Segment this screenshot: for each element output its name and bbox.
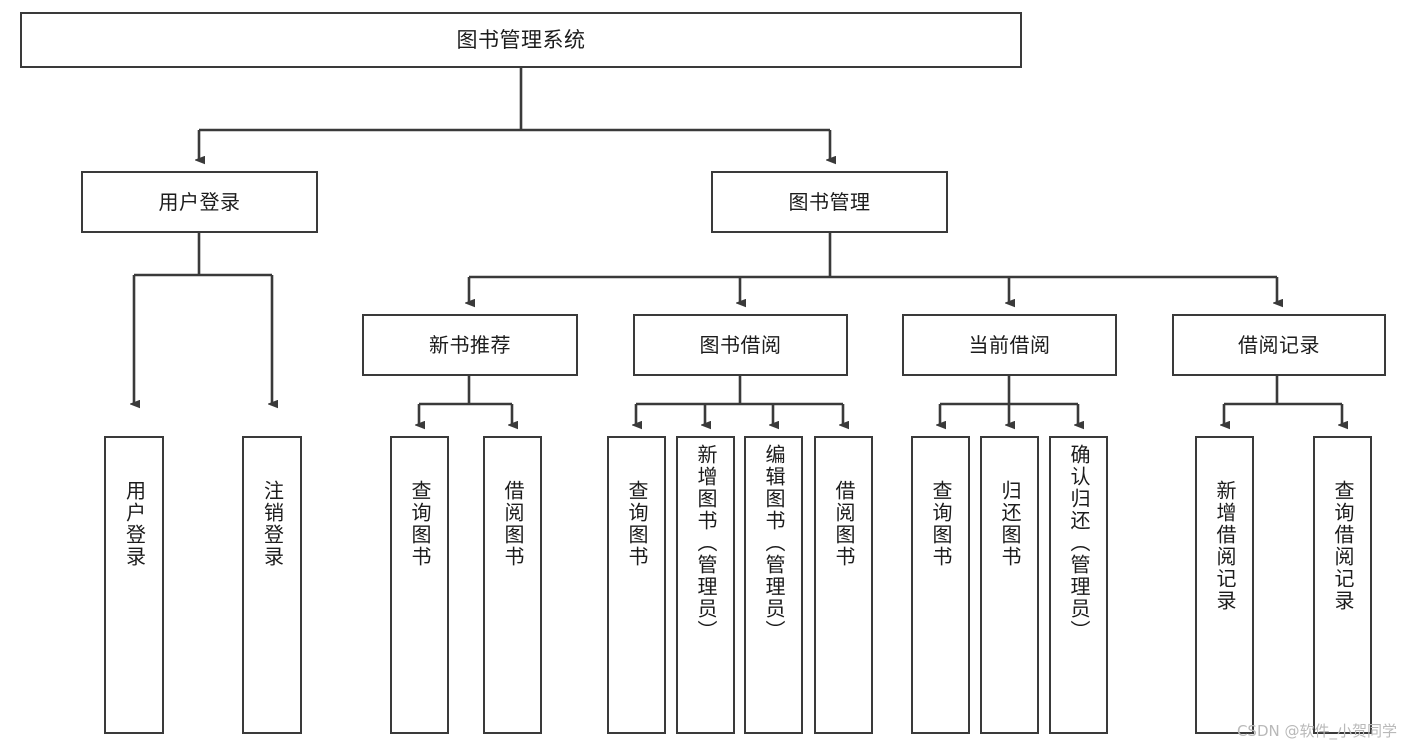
leaf-borrow-borrow-book[interactable]: 借阅图书 — [814, 436, 873, 734]
leaf-label: 新增图书（管理员） — [694, 444, 718, 642]
leaf-current-return-book[interactable]: 归还图书 — [980, 436, 1039, 734]
leaf-new-book-query-book[interactable]: 查询图书 — [390, 436, 449, 734]
leaf-label: 查询图书 — [408, 480, 432, 568]
node-current-borrow[interactable]: 当前借阅 — [902, 314, 1117, 376]
leaf-label: 查询图书 — [929, 480, 953, 568]
leaf-user-login-logout[interactable]: 注销登录 — [242, 436, 302, 734]
node-new-book-recommend-label: 新书推荐 — [429, 332, 511, 357]
leaf-new-book-borrow-book[interactable]: 借阅图书 — [483, 436, 542, 734]
node-book-management[interactable]: 图书管理 — [711, 171, 948, 233]
node-user-login[interactable]: 用户登录 — [81, 171, 318, 233]
leaf-record-query-record[interactable]: 查询借阅记录 — [1313, 436, 1372, 734]
leaf-borrow-edit-book-admin[interactable]: 编辑图书（管理员） — [744, 436, 803, 734]
leaf-label: 编辑图书（管理员） — [762, 444, 786, 642]
leaf-label: 新增借阅记录 — [1213, 480, 1237, 612]
node-borrow-record-label: 借阅记录 — [1238, 332, 1320, 357]
leaf-label: 归还图书 — [998, 480, 1022, 568]
leaf-current-query-book[interactable]: 查询图书 — [911, 436, 970, 734]
node-root[interactable]: 图书管理系统 — [20, 12, 1022, 68]
node-book-borrow-label: 图书借阅 — [699, 332, 782, 357]
leaf-label: 注销登录 — [260, 480, 285, 568]
leaf-borrow-query-book[interactable]: 查询图书 — [607, 436, 666, 734]
node-user-login-label: 用户登录 — [158, 189, 241, 214]
leaf-record-add-record[interactable]: 新增借阅记录 — [1195, 436, 1254, 734]
node-book-management-label: 图书管理 — [788, 189, 871, 214]
node-root-label: 图书管理系统 — [456, 27, 586, 52]
leaf-label: 查询图书 — [625, 480, 649, 568]
leaf-label: 用户登录 — [122, 480, 147, 568]
leaf-label: 借阅图书 — [501, 480, 525, 568]
node-current-borrow-label: 当前借阅 — [968, 332, 1051, 357]
node-borrow-record[interactable]: 借阅记录 — [1172, 314, 1386, 376]
leaf-borrow-add-book-admin[interactable]: 新增图书（管理员） — [676, 436, 735, 734]
leaf-label: 借阅图书 — [832, 480, 856, 568]
node-book-borrow[interactable]: 图书借阅 — [633, 314, 848, 376]
node-new-book-recommend[interactable]: 新书推荐 — [362, 314, 578, 376]
leaf-current-confirm-return-admin[interactable]: 确认归还（管理员） — [1049, 436, 1108, 734]
leaf-label: 查询借阅记录 — [1331, 480, 1355, 612]
csdn-watermark: CSDN @软件_小贺同学 — [1236, 722, 1397, 740]
leaf-label: 确认归还（管理员） — [1067, 444, 1091, 642]
leaf-user-login-login[interactable]: 用户登录 — [104, 436, 164, 734]
